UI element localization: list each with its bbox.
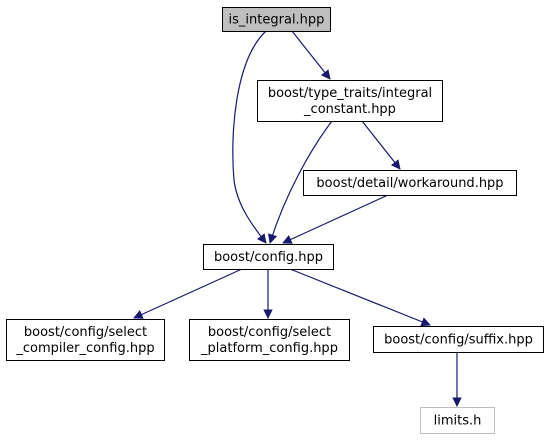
node-label: boost/config/select	[208, 325, 331, 340]
node-workaround[interactable]: boost/detail/workaround.hpp	[303, 170, 517, 196]
node-box	[189, 319, 350, 361]
node-select-compiler[interactable]: boost/config/select_compiler_config.hpp	[6, 319, 165, 361]
node-box	[203, 244, 334, 270]
node-box	[257, 80, 443, 122]
node-suffix[interactable]: boost/config/suffix.hpp	[373, 326, 544, 353]
node-label: boost/config/select	[24, 325, 147, 340]
node-is-integral[interactable]: is_integral.hpp	[222, 7, 331, 32]
edge-is-integral-to-integral-constant	[291, 30, 331, 80]
edge-is-integral-to-config	[232, 30, 267, 244]
node-box	[303, 170, 517, 196]
node-select-platform[interactable]: boost/config/select_platform_config.hpp	[189, 319, 350, 361]
edges-layer	[133, 30, 462, 407]
node-label: boost/type_traits/integral	[268, 86, 432, 101]
node-box	[420, 407, 495, 434]
node-label: _platform_config.hpp	[200, 341, 338, 356]
node-label: _constant.hpp	[303, 102, 396, 117]
node-label: boost/detail/workaround.hpp	[316, 176, 503, 191]
node-label: is_integral.hpp	[229, 13, 325, 28]
nodes-layer: is_integral.hpp boost/type_traits/integra…	[6, 7, 544, 434]
node-box	[222, 7, 331, 32]
node-label: _compiler_config.hpp	[15, 341, 154, 356]
edge-integral-constant-to-config	[267, 120, 333, 244]
node-limits: limits.h	[420, 407, 495, 434]
node-box	[6, 319, 165, 361]
edge-config-to-suffix	[289, 268, 431, 327]
node-label: limits.h	[434, 414, 482, 429]
edge-config-to-select-compiler	[133, 268, 243, 319]
edge-workaround-to-config	[282, 194, 389, 244]
node-integral-constant[interactable]: boost/type_traits/integral_constant.hpp	[257, 80, 443, 122]
node-box	[373, 326, 544, 353]
node-config[interactable]: boost/config.hpp	[203, 244, 334, 270]
edge-integral-constant-to-workaround	[361, 120, 401, 170]
node-label: boost/config.hpp	[214, 250, 323, 265]
node-label: boost/config/suffix.hpp	[384, 333, 533, 348]
